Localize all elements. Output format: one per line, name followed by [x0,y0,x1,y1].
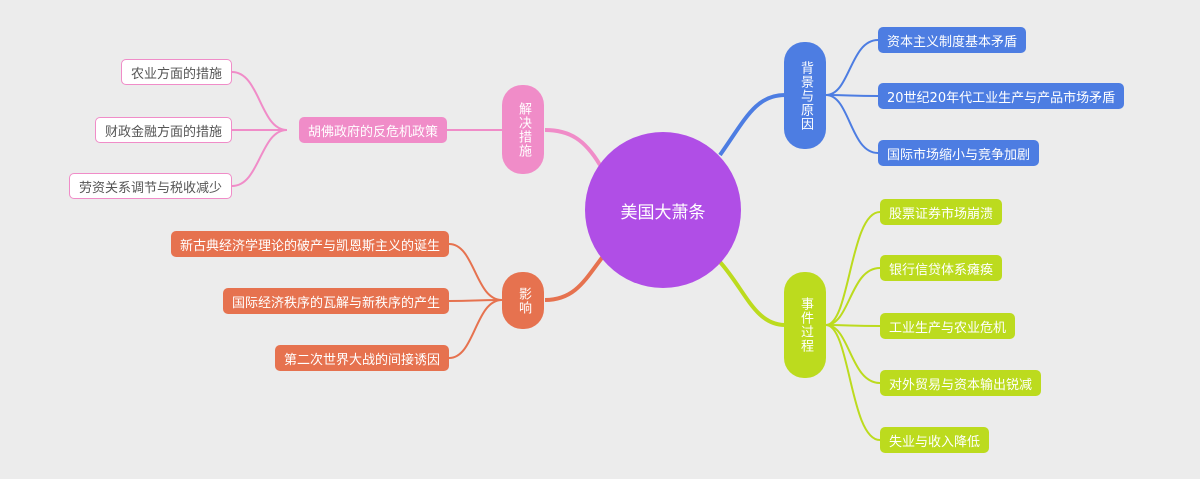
link-events-5 [825,324,881,441]
branch-impact-label: 影响 [516,286,531,315]
branch-impact[interactable]: 影响 [502,272,544,329]
topic-label: 新古典经济学理论的破产与凯恩斯主义的诞生 [179,238,440,254]
branch-solution[interactable]: 解决措施 [502,85,544,174]
link-center-impact [544,253,606,302]
branch-background-label: 背景与原因 [798,60,813,131]
topic-background-2[interactable]: 20世纪20年代工业生产与产品市场矛盾 [878,83,1125,109]
topic-label: 胡佛政府的反危机政策 [307,124,438,140]
link-impact-3 [448,299,503,359]
topic-label: 失业与收入降低 [889,434,981,450]
topic-impact-3[interactable]: 第二次世界大战的间接诱因 [274,345,449,371]
topic-events-1[interactable]: 股票证券市场崩溃 [880,199,1003,225]
link-center-events [718,260,786,327]
topic-label: 股票证券市场崩溃 [889,206,994,222]
branch-solution-label: 解决措施 [516,101,531,158]
link-events-2 [825,267,881,326]
topic-solution-sub[interactable]: 胡佛政府的反危机政策 [298,117,447,143]
topic-impact-2[interactable]: 国际经济秩序的瓦解与新秩序的产生 [222,288,449,314]
topic-label: 国际经济秩序的瓦解与新秩序的产生 [231,295,440,311]
branch-background[interactable]: 背景与原因 [784,42,826,149]
link-background-1 [825,39,879,96]
link-center-solution [544,128,602,167]
topic-label: 银行信贷体系瘫痪 [889,262,994,278]
link-events-1 [825,211,881,326]
topic-label: 劳资关系调节与税收减少 [78,180,222,196]
topic-events-3[interactable]: 工业生产与农业危机 [880,313,1016,339]
link-impact-1 [448,243,503,301]
link-sub-1 [231,71,288,131]
topic-background-1[interactable]: 资本主义制度基本矛盾 [878,27,1027,53]
center-topic-label: 美国大萧条 [620,202,706,223]
topic-events-2[interactable]: 银行信贷体系瘫痪 [880,255,1003,281]
topic-label: 工业生产与农业危机 [889,320,1007,336]
link-events-4 [825,324,881,384]
topic-background-3[interactable]: 国际市场缩小与竞争加剧 [878,140,1040,166]
topic-solution-3[interactable]: 劳资关系调节与税收减少 [68,173,232,199]
branch-events-label: 事件过程 [798,297,813,353]
center-topic[interactable]: 美国大萧条 [585,132,741,288]
link-center-background [718,93,786,157]
topic-label: 财政金融方面的措施 [104,124,222,140]
link-background-3 [825,94,879,154]
topic-events-5[interactable]: 失业与收入降低 [880,427,990,453]
link-sub-3 [231,129,288,187]
topic-label: 20世纪20年代工业生产与产品市场矛盾 [887,90,1116,106]
topic-solution-2[interactable]: 财政金融方面的措施 [94,117,232,143]
link-background-2 [825,94,879,97]
topic-solution-1[interactable]: 农业方面的措施 [120,59,232,85]
link-events-3 [825,324,881,327]
topic-events-4[interactable]: 对外贸易与资本输出锐减 [880,370,1042,396]
topic-impact-1[interactable]: 新古典经济学理论的破产与凯恩斯主义的诞生 [170,231,449,257]
topic-label: 对外贸易与资本输出锐减 [889,377,1033,393]
topic-label: 资本主义制度基本矛盾 [887,34,1018,50]
branch-events[interactable]: 事件过程 [784,272,826,378]
topic-label: 农业方面的措施 [130,66,222,82]
topic-label: 国际市场缩小与竞争加剧 [887,147,1031,163]
topic-label: 第二次世界大战的间接诱因 [283,352,440,368]
